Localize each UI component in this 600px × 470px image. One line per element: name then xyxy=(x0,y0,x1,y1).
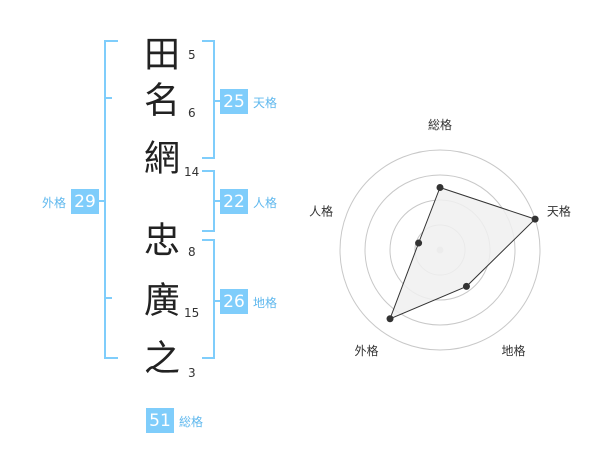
stroke-count-3: 14 xyxy=(184,165,199,179)
stroke-count-4: 8 xyxy=(188,245,196,259)
radar-axis-label: 人格 xyxy=(309,203,333,218)
tenkaku-bracket xyxy=(202,40,220,159)
radar-point-4 xyxy=(386,315,394,323)
tenkaku-badge xyxy=(220,89,248,114)
radar-axis-label: 外格 xyxy=(354,343,378,358)
radar-point-1 xyxy=(436,184,444,191)
gaikaku-badge xyxy=(71,189,99,214)
tenkaku-value: 25 xyxy=(223,92,245,112)
radar-point-3 xyxy=(462,282,470,290)
jinkaku-label: 人格 xyxy=(253,195,277,210)
radar-axis-label: 地格 xyxy=(501,343,525,358)
soukaku-label: 総格 xyxy=(179,414,203,429)
radar-point-5 xyxy=(415,239,423,247)
soukaku-value: 51 xyxy=(149,411,171,431)
tenkaku-label: 天格 xyxy=(253,95,277,110)
stroke-count-1: 5 xyxy=(188,48,196,62)
jinkaku-badge xyxy=(220,189,248,214)
gaikaku-value: 29 xyxy=(74,192,96,212)
name-char-3: 網 xyxy=(144,139,180,180)
radar-series-area xyxy=(389,186,537,320)
chikaku-badge xyxy=(220,289,248,314)
stroke-count-2: 6 xyxy=(188,106,196,120)
chikaku-label: 地格 xyxy=(253,295,277,310)
gaikaku-label: 外格 xyxy=(42,195,66,210)
chikaku-bracket xyxy=(202,239,220,359)
jinkaku-bracket xyxy=(202,170,220,232)
name-char-2: 名 xyxy=(144,81,180,122)
chikaku-value: 26 xyxy=(223,292,245,312)
gaikaku-ticks xyxy=(105,97,112,299)
radar-point-2 xyxy=(531,215,539,223)
name-char-4: 忠 xyxy=(144,221,180,262)
name-char-1: 田 xyxy=(144,35,180,76)
radar-ring xyxy=(364,174,516,326)
radar-axis-label: 天格 xyxy=(547,203,571,218)
stroke-count-6: 3 xyxy=(188,366,196,380)
name-char-5: 廣 xyxy=(144,281,180,322)
name-char-6: 之 xyxy=(144,339,180,380)
jinkaku-value: 22 xyxy=(223,192,245,212)
radar-axis-label: 総格 xyxy=(428,117,452,132)
radar-ring xyxy=(339,149,541,351)
stroke-count-5: 15 xyxy=(184,306,199,320)
soukaku-badge xyxy=(146,408,174,433)
